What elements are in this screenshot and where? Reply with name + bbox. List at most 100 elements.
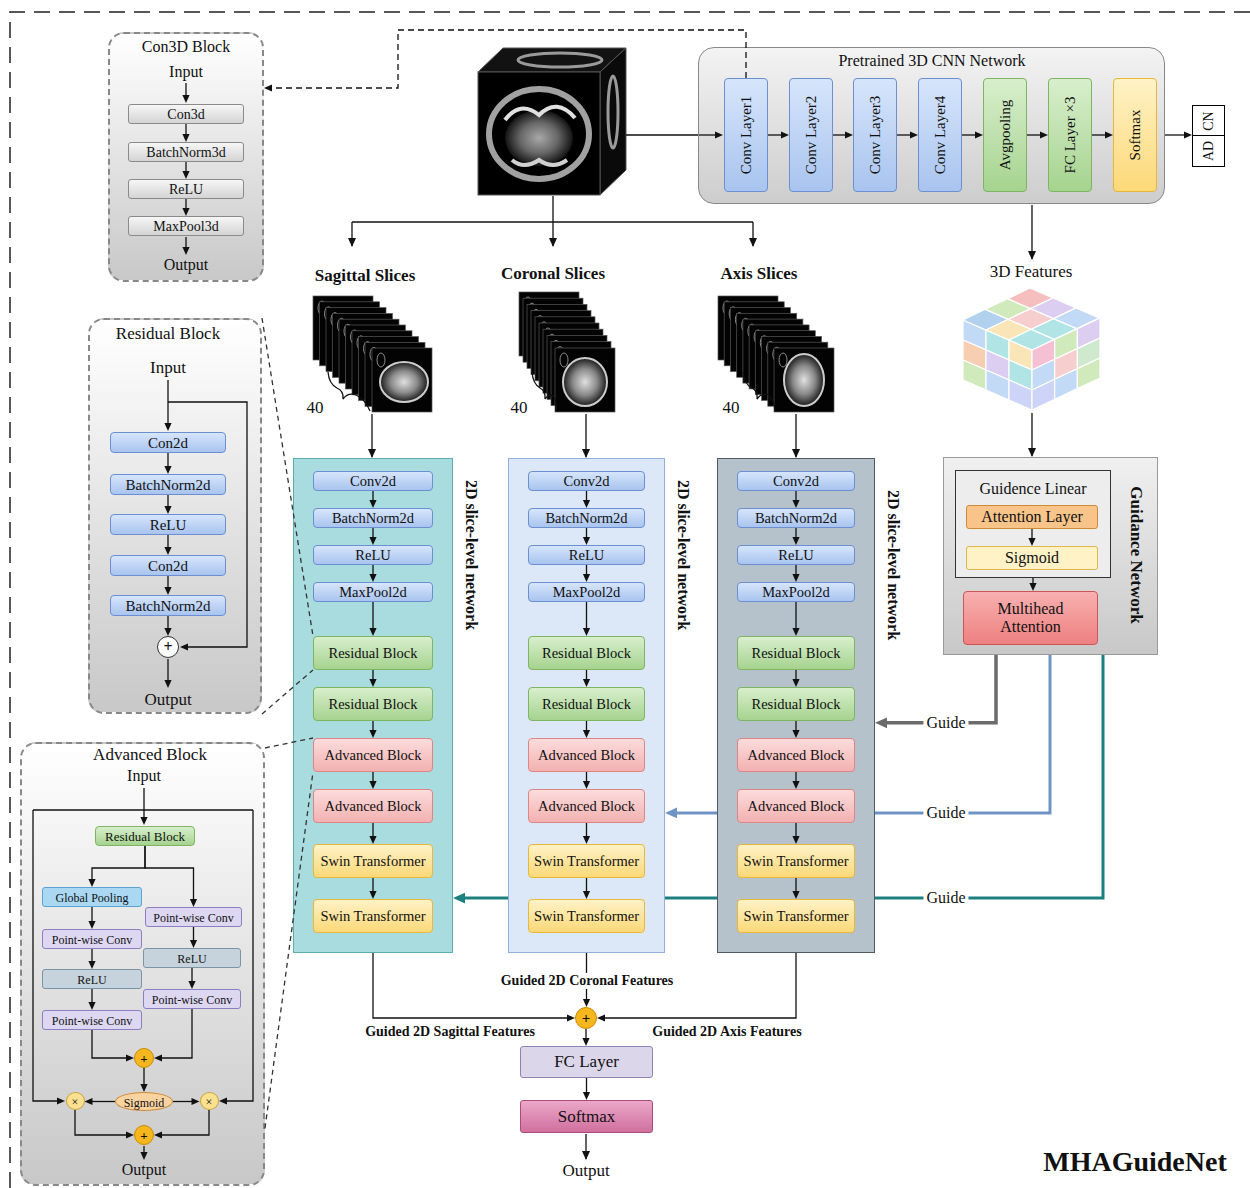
connector	[92, 1030, 128, 1058]
text-holder: Conv2d	[564, 472, 610, 490]
arrow-head	[1028, 538, 1035, 546]
arrow-head	[1029, 583, 1036, 591]
arrow-head	[369, 574, 376, 582]
text-holder: Advanced Block	[324, 797, 421, 815]
arrow-head	[126, 1054, 134, 1061]
node-label: Swin Transformer	[743, 908, 848, 925]
text-holder: MaxPool3d	[153, 217, 218, 235]
process-box: ReLU	[737, 545, 855, 565]
connector	[167, 616, 168, 630]
layer-box: Conv Layer4	[918, 78, 962, 192]
mri-cube	[478, 48, 626, 195]
connector	[1031, 529, 1032, 540]
text-holder: Residual Block	[116, 324, 220, 344]
node-label: +	[163, 638, 172, 656]
arrow-head	[164, 547, 171, 555]
connector	[191, 968, 192, 983]
connector	[795, 528, 796, 539]
free-label: 3D Features	[990, 262, 1073, 282]
text-holder: Point-wise Conv	[153, 908, 233, 926]
connector	[262, 318, 313, 636]
process-box: Con2d	[110, 555, 226, 576]
text-holder: Residual Block	[542, 644, 631, 662]
arrow-head	[88, 1002, 95, 1010]
arrow-head	[369, 891, 376, 899]
connector	[372, 491, 373, 502]
activation-ellipse: Sigmoid	[115, 1092, 173, 1111]
process-box: Swin Transformer	[737, 844, 855, 878]
text-holder: Point-wise Conv	[52, 930, 132, 948]
process-box: BatchNorm2d	[737, 508, 855, 528]
panel-label: Input	[169, 63, 203, 81]
outer-frame	[10, 12, 1250, 1188]
arrow-head	[140, 817, 147, 825]
layer-box: Avgpooling	[983, 78, 1027, 192]
network-panel: 2D slice-level networkConv2dBatchNorm2dR…	[717, 458, 875, 953]
arrow-head	[792, 781, 799, 789]
node-label: BatchNorm3d	[146, 145, 225, 161]
panel-label: 2D slice-level network	[462, 480, 480, 630]
node-label: ReLU	[150, 516, 187, 533]
text-holder: Avgpooling	[996, 100, 1014, 171]
panel-label: Output	[122, 1161, 166, 1179]
arrow-head	[88, 961, 95, 969]
group-box: Guidence LinearAttention LayerSigmoid	[955, 470, 1111, 578]
text-holder: Point-wise Conv	[52, 1011, 132, 1029]
panel-label: CN	[1201, 111, 1217, 130]
connector	[372, 878, 373, 893]
text-holder: Residual Block	[328, 695, 417, 713]
panel-label: 2D slice-level network	[674, 480, 692, 630]
diagram-title: MHAGuideNet	[1043, 1146, 1227, 1178]
text-holder: Guidence Linear	[979, 480, 1086, 498]
text-holder: Swin Transformer	[534, 852, 639, 870]
arrow-head	[182, 247, 189, 255]
process-box: BatchNorm2d	[110, 595, 226, 616]
connector	[885, 655, 996, 723]
process-box: Con2d	[110, 432, 226, 453]
text-holder: Residual Block	[751, 644, 840, 662]
network-panel: Pretrained 3D CNN NetworkConv Layer1 Conv…	[698, 47, 1165, 204]
text-holder: Residual Block	[328, 644, 417, 662]
text-holder: Swin Transformer	[743, 907, 848, 925]
node-label: ReLU	[177, 953, 206, 967]
arrow-head	[164, 466, 171, 474]
text-holder: Pretrained 3D CNN Network	[838, 52, 1025, 70]
node-label: ×	[206, 1096, 213, 1110]
connector	[795, 491, 796, 502]
text-holder: Swin Transformer	[743, 852, 848, 870]
process-box: Swin Transformer	[737, 899, 855, 933]
process-box: Point-wise Conv	[143, 989, 241, 1009]
connector	[372, 823, 373, 838]
text-holder: BatchNorm2d	[126, 475, 211, 493]
flow-line	[143, 1146, 144, 1154]
node-label: ReLU	[169, 182, 203, 198]
text-holder: Output	[144, 690, 191, 710]
free-label: 40	[511, 398, 528, 418]
arrow-head	[583, 1092, 590, 1100]
connector	[586, 878, 587, 893]
connector	[586, 602, 587, 630]
node-label: Advanced Block	[538, 798, 635, 815]
process-box: Residual Block	[313, 687, 433, 721]
process-box: Point-wise Conv	[145, 907, 242, 927]
text-holder: Swin Transformer	[320, 852, 425, 870]
connector	[91, 989, 92, 1004]
text-holder: Residual Block	[105, 827, 185, 845]
connector	[897, 134, 912, 135]
text-holder: Advanced Block	[747, 746, 844, 764]
text-holder: BatchNorm2d	[126, 596, 211, 614]
node-label: Conv Layer1	[738, 96, 755, 175]
connector	[1092, 134, 1107, 135]
arrow-head	[192, 1098, 200, 1105]
text-holder: Output	[164, 256, 208, 274]
text-holder: BatchNorm2d	[755, 509, 837, 527]
text-holder: Residual Block	[542, 695, 631, 713]
arrow-head	[369, 537, 376, 545]
connector	[167, 453, 168, 468]
text-holder: Input	[150, 358, 186, 378]
node-label: Con2d	[148, 434, 188, 451]
text-holder: Con3D Block	[142, 38, 230, 56]
text-holder: Advanced Block	[324, 746, 421, 764]
node-label: FC Layer ×3	[1062, 97, 1079, 174]
